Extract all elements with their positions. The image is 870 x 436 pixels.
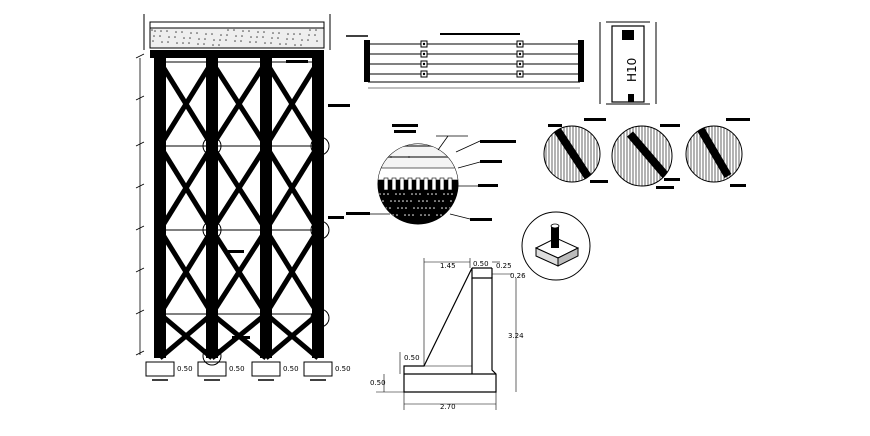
detail-circle-f: [202, 346, 222, 366]
tag-3: [228, 250, 244, 253]
tag-1: [328, 104, 350, 107]
tower-elevation: 0.50 0.50 0.50 0.50: [135, 14, 351, 381]
deck-top-rail: [149, 21, 325, 29]
joint-detail-1: [543, 118, 608, 183]
column-2: [206, 58, 218, 358]
cap-beam: [150, 50, 324, 58]
footing-1: 0.50: [145, 361, 193, 381]
dim-base-left: 0.50: [370, 379, 386, 387]
detail-circle-d: [310, 220, 330, 240]
tag-5: [232, 336, 250, 339]
column-1: [154, 58, 166, 358]
tower-bracing: [154, 60, 324, 360]
section-label: H10: [625, 58, 639, 82]
dim-top-left: 1.45: [440, 262, 456, 270]
dim-right-small: 0.26: [510, 272, 526, 280]
foundation-detail: [346, 124, 516, 225]
dim-mid-left: 0.50: [404, 354, 420, 362]
plan-beam-view: [346, 33, 584, 89]
section-h10: H10: [599, 21, 657, 105]
detail-circle-b: [310, 136, 330, 156]
detail-circle-a: [202, 136, 222, 156]
dim-height: 3.24: [508, 332, 524, 340]
footing-2: 0.50: [197, 361, 245, 381]
joint-detail-2: [611, 124, 680, 189]
footing-label-1: 0.50: [177, 365, 193, 373]
abutment-section: 1.45 0.50 0.25 0.26 3.24 0.50 0.50 2.70: [370, 258, 526, 411]
dim-top-mid: 0.50: [473, 260, 489, 268]
joint-detail-3: [685, 118, 750, 187]
beam-bolts: [420, 40, 524, 78]
column-4: [312, 58, 324, 358]
pile-cap-isometric: [521, 211, 591, 281]
footing-label-3: 0.50: [283, 365, 299, 373]
footing-label-2: 0.50: [229, 365, 245, 373]
dim-top-right: 0.25: [496, 262, 512, 270]
tag-2: [286, 60, 308, 63]
deck-slab: [149, 27, 325, 49]
dim-bottom-width: 2.70: [440, 403, 456, 411]
footing-label-4: 0.50: [335, 365, 351, 373]
height-dimension-ticks: [135, 53, 145, 356]
tag-4: [328, 216, 344, 219]
column-3: [260, 58, 272, 358]
detail-circle-e: [310, 308, 330, 328]
footing-3: 0.50: [251, 361, 299, 381]
footing-4: 0.50: [303, 361, 351, 381]
detail-circle-c: [202, 220, 222, 240]
deck-texture: [151, 29, 318, 46]
